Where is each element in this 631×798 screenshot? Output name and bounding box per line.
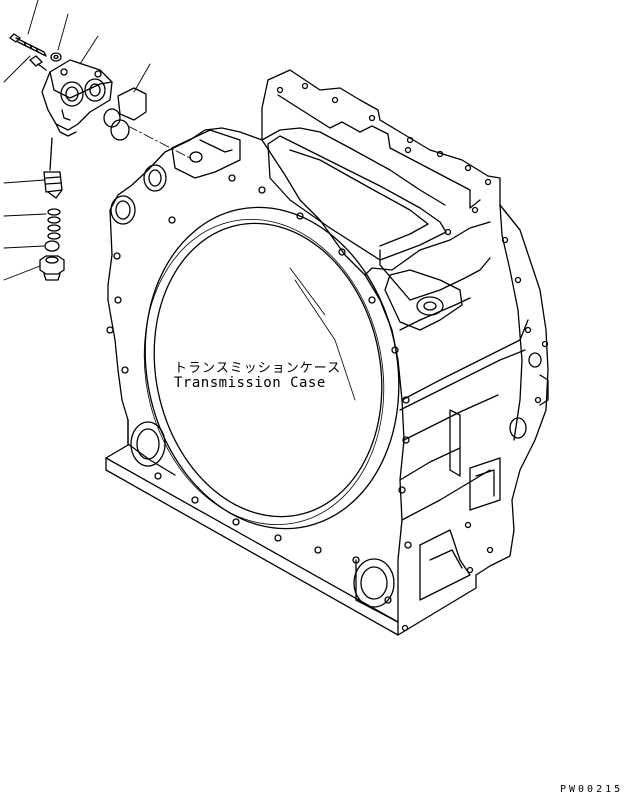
washer [50, 52, 62, 62]
plug [39, 255, 65, 281]
bolt [9, 33, 47, 57]
assembly-centerline [127, 125, 191, 159]
spring [43, 137, 63, 199]
valve-assembly [9, 33, 191, 281]
leader-lines [3, 0, 151, 281]
transmission-case [105, 69, 549, 636]
part-name-japanese: トランスミッションケース [174, 361, 342, 376]
small-bolt [29, 55, 47, 71]
valve-body [41, 59, 113, 137]
gasket [103, 87, 147, 141]
o-ring [44, 208, 61, 252]
part-name-english: Transmission Case [174, 375, 326, 391]
drawing-reference-number: PW00215 [560, 784, 624, 795]
